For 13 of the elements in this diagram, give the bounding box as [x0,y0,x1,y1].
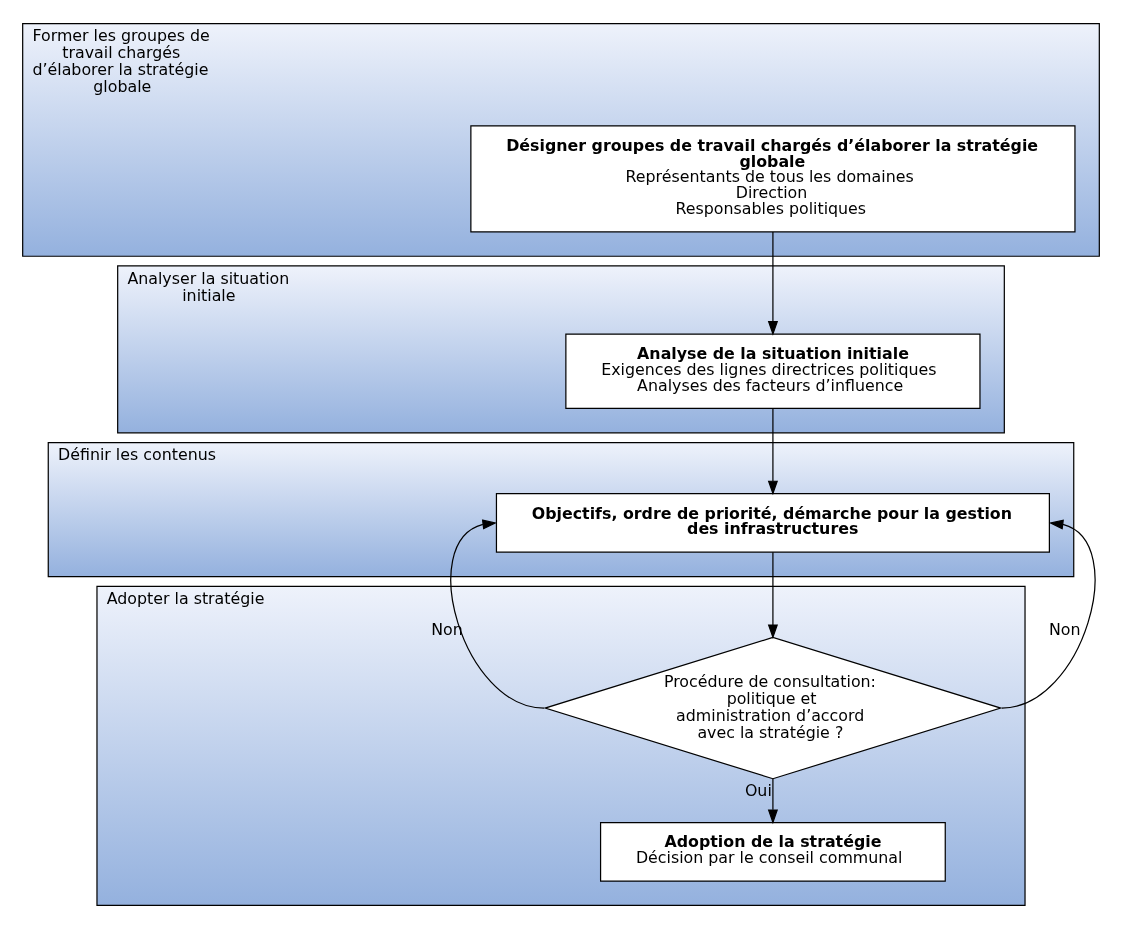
arrow [767,551,779,639]
edge-label: Oui [744,780,772,800]
node-box: Analyse de la situation initiale Exigences des lignes directrices politiques Analyses des facteurs d’influence [565,333,981,409]
arrow [767,230,779,336]
node-box: Désigner groupes de travail chargés d’élaborer la stratégie globale Représentants de tous les domaines Direction Responsables politiques [470,124,1076,232]
node-box: Objectifs, ordre de priorité, démarche pour la gestion des infrastructures [495,492,1050,553]
arrow [767,407,779,495]
arrow [767,778,779,824]
edge-label: Non [1048,619,1081,639]
arrow [1001,518,1096,709]
node-box: Adoption de la stratégie Décision par le conseil communal [599,821,946,882]
node-diamond: Procédure de consultation: politique et administration d’accord avec la stratégie ? [543,636,1003,779]
arrow [450,518,545,709]
